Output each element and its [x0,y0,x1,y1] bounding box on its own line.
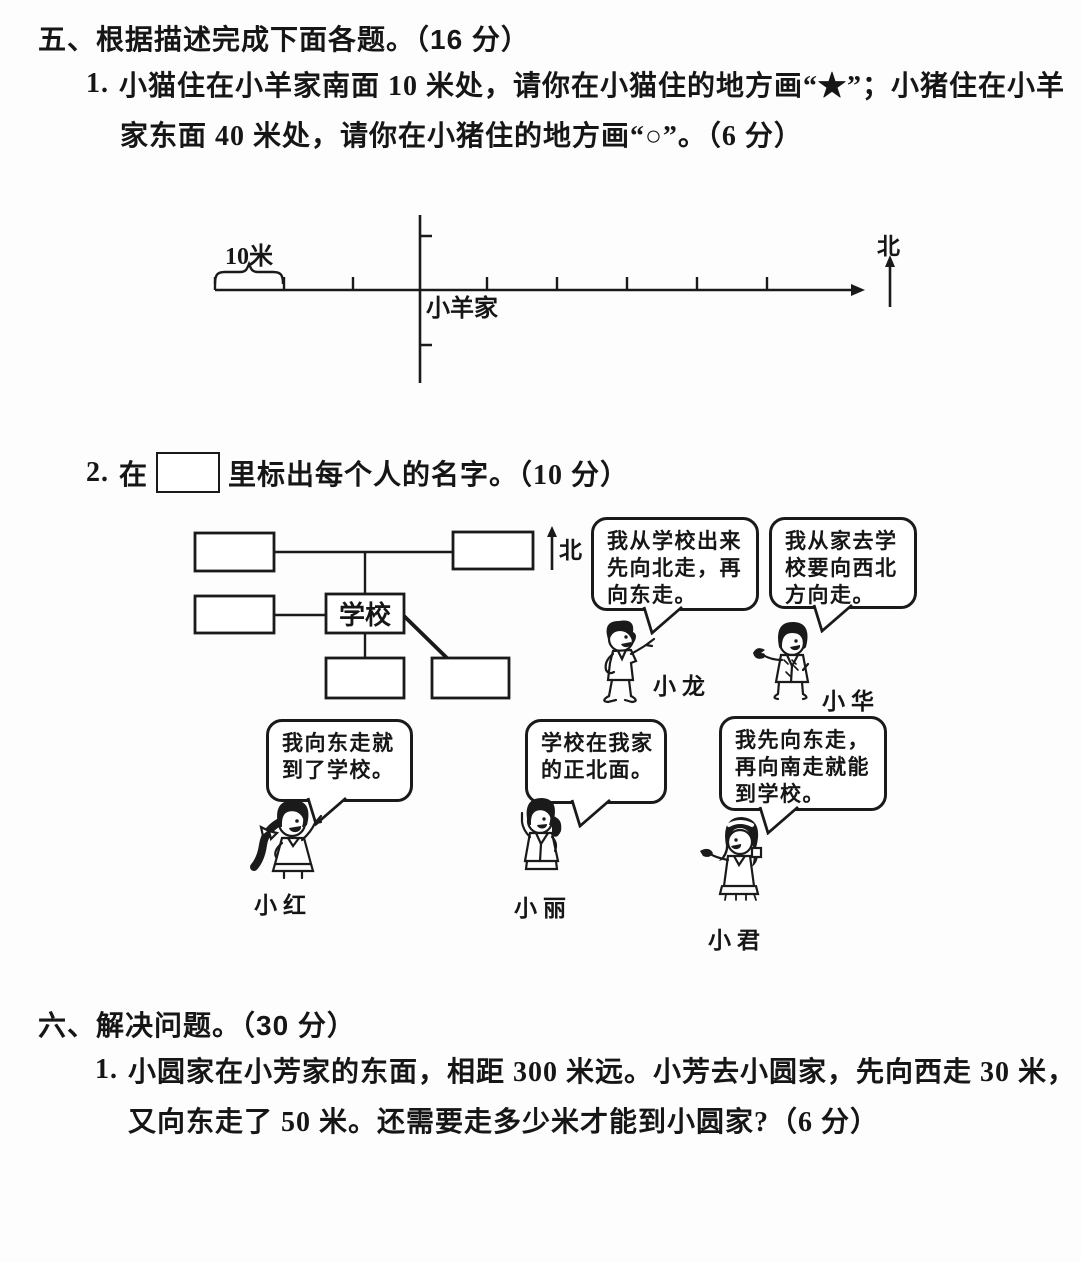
bubble-xiaojun-line2: 再向南走就能 [735,755,870,779]
north-arrow-head-2 [547,526,557,537]
bubble-xiaoli-line2: 的正北面。 [541,758,654,782]
bubble-xiaohong-line2: 到了学校。 [282,758,395,782]
bubble-xiaojun-line1: 我先向东走， [735,728,870,752]
s6-q1-line2: 又向东走了 50 米。还需要走多少米才能到小圆家?（6 分） [128,1100,879,1140]
q2-prefix: 在 [119,459,149,491]
xiaolong-name-label: 小龙 [653,674,711,699]
xiaojun-name-label: 小君 [708,928,766,953]
bubble-xiaolong-line3: 向东走。 [607,583,697,607]
bubble-tail-xiaojun [758,805,799,835]
connector-diagonal [402,614,450,661]
section6-heading: 六、解决问题。（30 分） [38,1010,356,1041]
bubble-xiaohua-line1: 我从家去学 [785,529,898,553]
section5-heading: 五、根据描述完成下面各题。（16 分） [38,24,530,55]
q1-line1-text: 小猫住在小羊家南面 10 米处，请你在小猫住的地方画“★”；小猪住在小羊 [119,71,1066,102]
xiaohua-name-label: 小华 [822,689,880,714]
bubble-tail-xiaoli [570,798,611,828]
s6-q1-line1: 1. 小圆家在小芳家的东面，相距 300 米远。小芳去小圆家，先向西走 30 米… [95,1050,1076,1090]
school-label: 学校 [339,600,392,630]
xiaoli-figure [520,798,562,871]
bubble-xiaolong-line1: 我从学校出来 [607,529,742,553]
vertical-axis-ticks [420,234,432,347]
xiaolong-figure [603,620,656,704]
q2-sample-answer-box[interactable] [156,452,221,493]
q1-line1: 1. 小猫住在小羊家南面 10 米处，请你在小猫住的地方画“★”；小猪住在小羊 [86,64,1065,104]
xiaojun-figure [700,817,763,901]
q2-line: 2. 在 里标出每个人的名字。（10 分） [86,452,629,493]
axis-arrowhead [851,284,865,296]
bubble-tail-xiaohua [812,603,853,633]
bubble-tail-xiaohong [306,796,347,826]
bubble-tail-xiaolong [642,605,683,635]
speech-bubble-xiaojun: 我先向东走， 再向南走就能 到学校。 [719,716,887,811]
bubble-xiaohua-line2: 校要向西北 [785,556,898,580]
speech-bubble-xiaohong: 我向东走就 到了学校。 [266,719,413,802]
speech-bubble-xiaoli: 学校在我家 的正北面。 [525,719,667,804]
origin-label: 小羊家 [426,294,498,322]
q2-number: 2. [86,456,109,488]
school-map-diagram: 学校 北 [193,526,582,700]
north-label-2: 北 [559,538,582,563]
xiaohua-figure [753,621,810,701]
q1-line2: 家东面 40 米处，请你在小猪住的地方画“○”。（6 分） [120,114,803,154]
s6-q1-line2-text: 又向东走了 50 米。还需要走多少米才能到小圆家?（6 分） [128,1107,880,1138]
speech-bubble-xiaohua: 我从家去学 校要向西北 方向走。 [769,517,917,609]
q2-suffix: 里标出每个人的名字。（10 分） [228,459,630,491]
answer-box-northwest[interactable] [193,531,276,573]
q1-number: 1. [86,68,109,99]
north-label-1: 北 [877,234,900,259]
axis-ticks [213,277,769,290]
scale-brace [213,260,285,285]
scale-label: 10米 [225,243,273,270]
bubble-xiaohong-line1: 我向东走就 [282,731,395,755]
bubble-xiaolong-line2: 先向北走，再 [607,556,742,580]
answer-box-northeast[interactable] [451,530,535,571]
north-arrow-head-1 [885,255,895,267]
bubble-xiaohua-line3: 方向走。 [785,583,875,607]
xiaoli-name-label: 小丽 [514,896,572,921]
xiaohong-figure [250,800,323,880]
s6-q1-line1-text: 小圆家在小芳家的东面，相距 300 米远。小芳去小圆家，先向西走 30 米， [128,1057,1077,1088]
bubble-xiaoli-line1: 学校在我家 [541,731,654,755]
bubble-xiaojun-line3: 到学校。 [735,782,825,806]
school-box [324,592,406,635]
answer-box-west[interactable] [193,594,276,635]
xiaohong-name-label: 小红 [254,893,312,918]
answer-box-south[interactable] [324,656,406,700]
number-line-diagram: 10米 小羊家 北 [213,215,900,383]
speech-bubble-xiaolong: 我从学校出来 先向北走，再 向东走。 [591,517,759,611]
s6-q1-number: 1. [95,1054,118,1085]
q1-line2-text: 家东面 40 米处，请你在小猪住的地方画“○”。（6 分） [120,121,803,152]
answer-box-southeast[interactable] [430,656,511,700]
